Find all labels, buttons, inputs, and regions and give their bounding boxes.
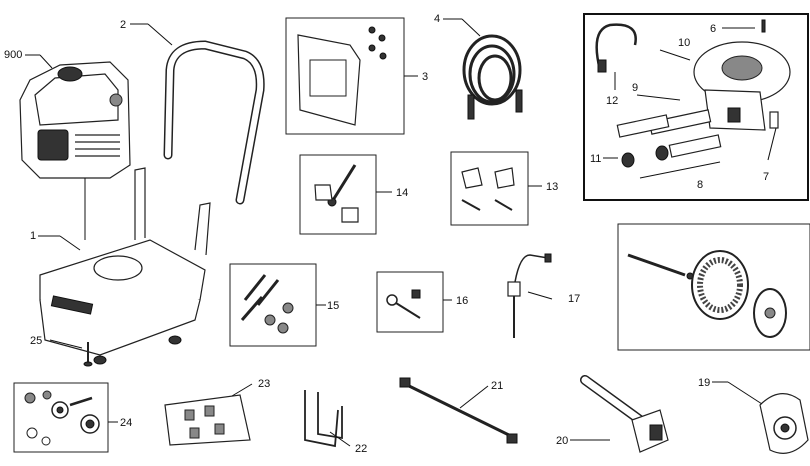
frame-part[interactable] — [39, 167, 211, 365]
callout-15: 15 — [327, 300, 339, 312]
bolt-kit-15-part[interactable] — [240, 274, 294, 334]
box-24 — [13, 382, 109, 453]
handle-part[interactable] — [163, 40, 265, 205]
callout-13: 13 — [546, 181, 558, 193]
clamp-kit-13-part[interactable] — [461, 167, 515, 211]
box-15 — [229, 263, 317, 347]
hardware-kit-24-part[interactable] — [24, 390, 100, 446]
pump-hose-part[interactable] — [595, 23, 637, 73]
pump-box — [583, 13, 809, 201]
box-16 — [376, 271, 444, 333]
callout-3: 3 — [422, 71, 428, 83]
callout-19: 19 — [698, 377, 710, 389]
wheel-box — [617, 223, 810, 351]
callout-1: 1 — [30, 230, 36, 242]
screw-25-part[interactable] — [83, 342, 93, 367]
box-14 — [299, 154, 377, 235]
wheel-kit-part[interactable] — [627, 250, 787, 338]
callout-12: 12 — [606, 95, 618, 107]
callout-4: 4 — [434, 13, 440, 25]
box-13 — [450, 151, 529, 226]
nozzle-kit-23-part[interactable] — [164, 394, 251, 446]
holder-22-part[interactable] — [304, 390, 343, 448]
callout-20: 20 — [556, 435, 568, 447]
callout-6: 6 — [710, 23, 716, 35]
fitting-7-part[interactable] — [769, 111, 779, 129]
engine-part[interactable] — [19, 61, 131, 240]
hose-reel-19-part[interactable] — [759, 393, 809, 454]
bolt-kit-14-part[interactable] — [314, 164, 359, 223]
extension-wand-21-part[interactable] — [399, 377, 518, 444]
callout-17: 17 — [568, 293, 580, 305]
callout-23: 23 — [258, 378, 270, 390]
callout-10: 10 — [678, 37, 690, 49]
pin-6-part[interactable] — [761, 19, 766, 33]
callout-24: 24 — [120, 417, 132, 429]
pump-part[interactable] — [693, 41, 791, 131]
callout-16: 16 — [456, 295, 468, 307]
callout-25: 25 — [30, 335, 42, 347]
callout-9: 9 — [632, 82, 638, 94]
callout-11: 11 — [590, 153, 601, 165]
callout-14: 14 — [396, 187, 408, 199]
callout-8: 8 — [697, 179, 703, 191]
callout-2: 2 — [120, 19, 126, 31]
panel-part[interactable] — [297, 26, 387, 126]
spray-gun-20-part[interactable] — [580, 375, 669, 453]
callout-7: 7 — [763, 171, 769, 183]
pin-kit-16-part[interactable] — [386, 289, 421, 319]
hose-part[interactable] — [462, 34, 523, 120]
callout-21: 21 — [491, 380, 503, 392]
callout-900: 900 — [4, 49, 22, 61]
fuel-line-17-part[interactable] — [507, 253, 552, 338]
callout-22: 22 — [355, 443, 367, 455]
wand-assembly-part[interactable] — [616, 109, 722, 168]
